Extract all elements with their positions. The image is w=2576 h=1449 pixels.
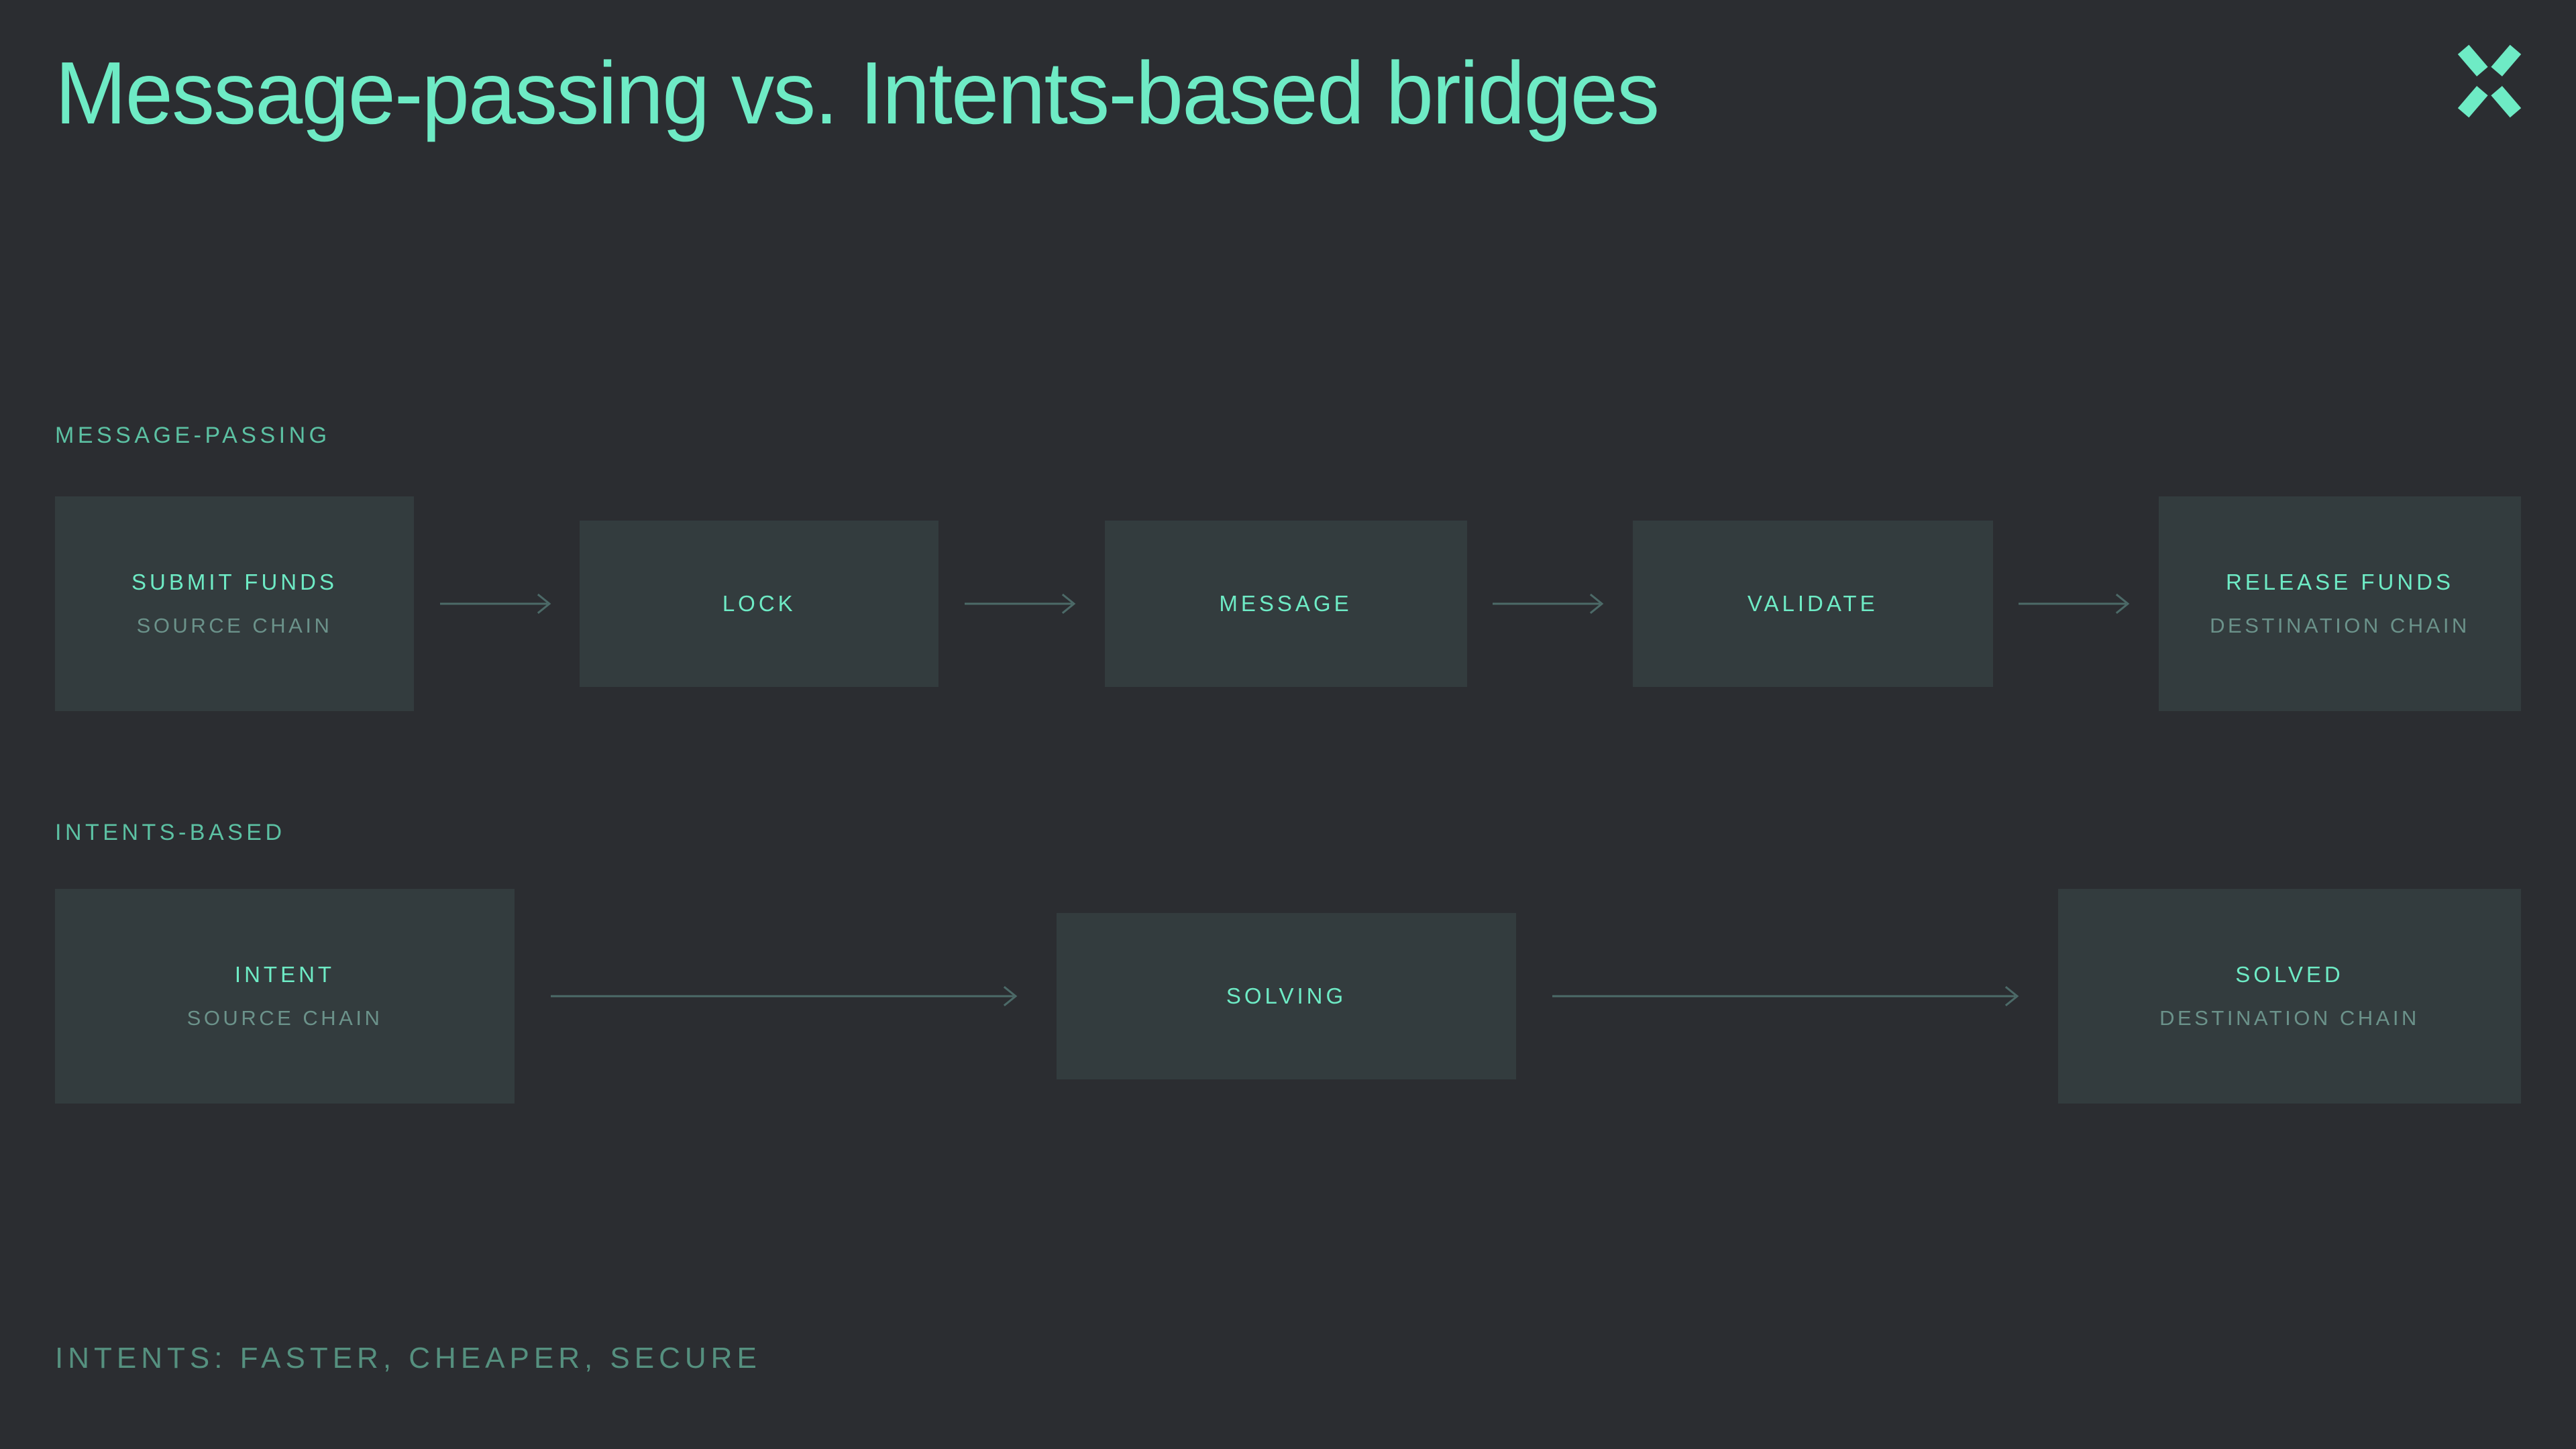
flow-node-title: LOCK [722,591,796,616]
flow-node-release-funds[interactable]: RELEASE FUNDS DESTINATION CHAIN [2159,496,2521,711]
footer-note: INTENTS: FASTER, CHEAPER, SECURE [55,1342,761,1375]
flow-arrow-icon [430,590,564,617]
flow-node-subtitle: DESTINATION CHAIN [2159,1006,2420,1030]
flow-node-subtitle: DESTINATION CHAIN [2210,614,2470,637]
flow-node-solving[interactable]: SOLVING [1057,913,1516,1079]
flow-arrow-icon [955,590,1089,617]
x-mark-icon [2450,42,2529,121]
flow-node-title: MESSAGE [1219,591,1352,616]
flow-node-title: INTENT [234,962,335,987]
flow-row-intents-based: INTENT SOURCE CHAIN SOLVING SOLVED DESTI… [55,889,2521,1104]
flow-arrow-icon [1517,983,2057,1010]
flow-node-intent[interactable]: INTENT SOURCE CHAIN [55,889,515,1104]
flow-node-lock[interactable]: LOCK [580,521,939,687]
flow-node-title: SOLVED [2235,962,2344,987]
section-label-message-passing: MESSAGE-PASSING [55,423,331,448]
flow-arrow-icon [2008,590,2143,617]
flow-node-subtitle: SOURCE CHAIN [136,614,333,637]
flow-arrow-icon [516,983,1056,1010]
flow-arrow-icon [1483,590,1617,617]
page-title: Message-passing vs. Intents-based bridge… [55,44,1660,142]
flow-node-title: VALIDATE [1747,591,1878,616]
flow-node-title: RELEASE FUNDS [2225,570,2455,594]
flow-node-validate[interactable]: VALIDATE [1632,521,1993,687]
flow-node-subtitle: SOURCE CHAIN [186,1006,383,1030]
flow-node-message[interactable]: MESSAGE [1104,521,1467,687]
flow-row-message-passing: SUBMIT FUNDS SOURCE CHAIN LOCK MESSAGE [55,496,2521,711]
section-label-intents-based: INTENTS-BASED [55,820,286,845]
flow-node-solved[interactable]: SOLVED DESTINATION CHAIN [2058,889,2521,1104]
flow-node-title: SOLVING [1226,983,1347,1008]
flow-node-submit-funds[interactable]: SUBMIT FUNDS SOURCE CHAIN [55,496,414,711]
flow-node-title: SUBMIT FUNDS [131,570,337,594]
